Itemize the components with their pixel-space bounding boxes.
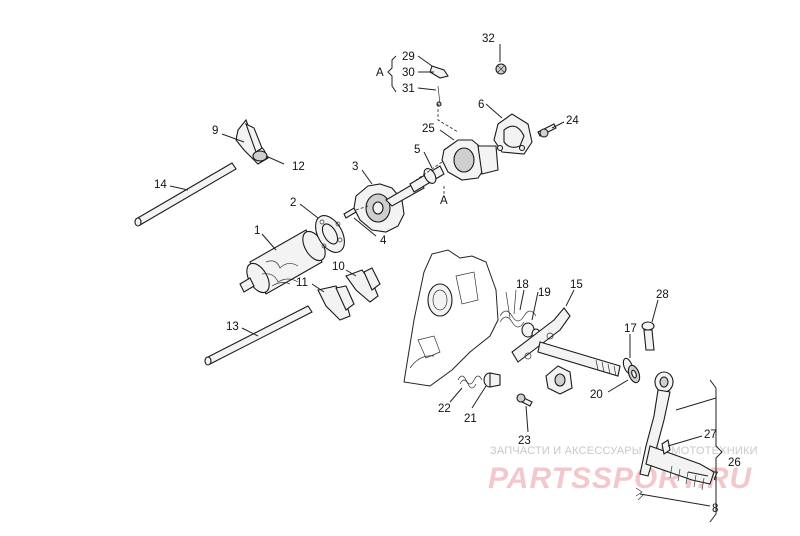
segment-25 <box>441 139 499 181</box>
callout-5: 5 <box>414 144 420 156</box>
group-label-a-bottom: A <box>440 195 448 207</box>
leader-lines <box>169 44 723 523</box>
shift-fork-9 <box>235 118 269 165</box>
group-label-a-top: A <box>376 67 384 79</box>
callout-18: 18 <box>516 279 529 291</box>
callout-12: 12 <box>292 161 305 173</box>
shift-drum-1 <box>239 229 326 295</box>
washer-20 <box>627 364 641 384</box>
shift-shaft-15 <box>511 307 621 377</box>
callout-17: 17 <box>624 323 637 335</box>
callout-2: 2 <box>290 197 296 209</box>
part-30-plunger <box>429 65 449 79</box>
shift-lever-26 <box>639 371 715 491</box>
callout-23: 23 <box>518 435 531 447</box>
callout-27: 27 <box>704 429 717 441</box>
callout-25: 25 <box>422 123 435 135</box>
callout-8: 8 <box>712 503 718 515</box>
callout-24: 24 <box>566 115 579 127</box>
stopper-plate-6 <box>493 113 533 155</box>
callout-19: 19 <box>538 287 551 299</box>
callout-10: 10 <box>332 261 345 273</box>
bearing-2 <box>315 215 345 253</box>
callout-14: 14 <box>154 179 167 191</box>
callout-30: 30 <box>402 67 415 79</box>
shift-fork-11 <box>317 285 355 321</box>
shift-fork-rod-14 <box>134 162 237 227</box>
spring-18 <box>499 289 537 328</box>
guide-bracket <box>545 365 573 395</box>
part-31-spring <box>436 85 442 107</box>
crankcase-section <box>403 249 499 387</box>
shaft-5 <box>409 165 445 193</box>
bolt-32 <box>495 63 507 75</box>
callout-21: 21 <box>464 413 477 425</box>
spring-22 <box>457 375 483 389</box>
callout-9: 9 <box>212 125 218 137</box>
bolt-23 <box>516 393 533 407</box>
callout-28: 28 <box>656 289 669 301</box>
collar-21 <box>483 372 501 388</box>
bolt-27 <box>661 439 671 455</box>
callout-7: 7 <box>712 471 718 483</box>
callout-4: 4 <box>380 235 387 247</box>
callout-1: 1 <box>254 225 260 237</box>
callout-26: 26 <box>728 457 741 469</box>
callout-32: 32 <box>482 33 495 45</box>
shift-fork-rod-13 <box>204 305 313 366</box>
callout-3: 3 <box>352 161 358 173</box>
callout-labels: 1 2 3 4 5 6 7 8 9 10 11 12 13 14 15 17 1… <box>154 33 741 515</box>
callout-15: 15 <box>570 279 583 291</box>
callout-11: 11 <box>296 277 308 289</box>
callout-22: 22 <box>438 403 451 415</box>
callout-13: 13 <box>226 321 239 333</box>
shift-cam-3 <box>353 179 425 233</box>
shift-fork-10 <box>345 267 381 303</box>
screw-24 <box>537 123 557 138</box>
watermark-caption: ЗАПЧАСТИ И АКСЕССУАРЫ ДЛЯ МОТОТЕХНИКИ <box>490 445 758 457</box>
callout-31: 31 <box>402 83 415 95</box>
bolt-28 <box>641 321 655 351</box>
callout-6: 6 <box>478 99 484 111</box>
callout-20: 20 <box>590 389 603 401</box>
callout-29: 29 <box>402 51 415 63</box>
